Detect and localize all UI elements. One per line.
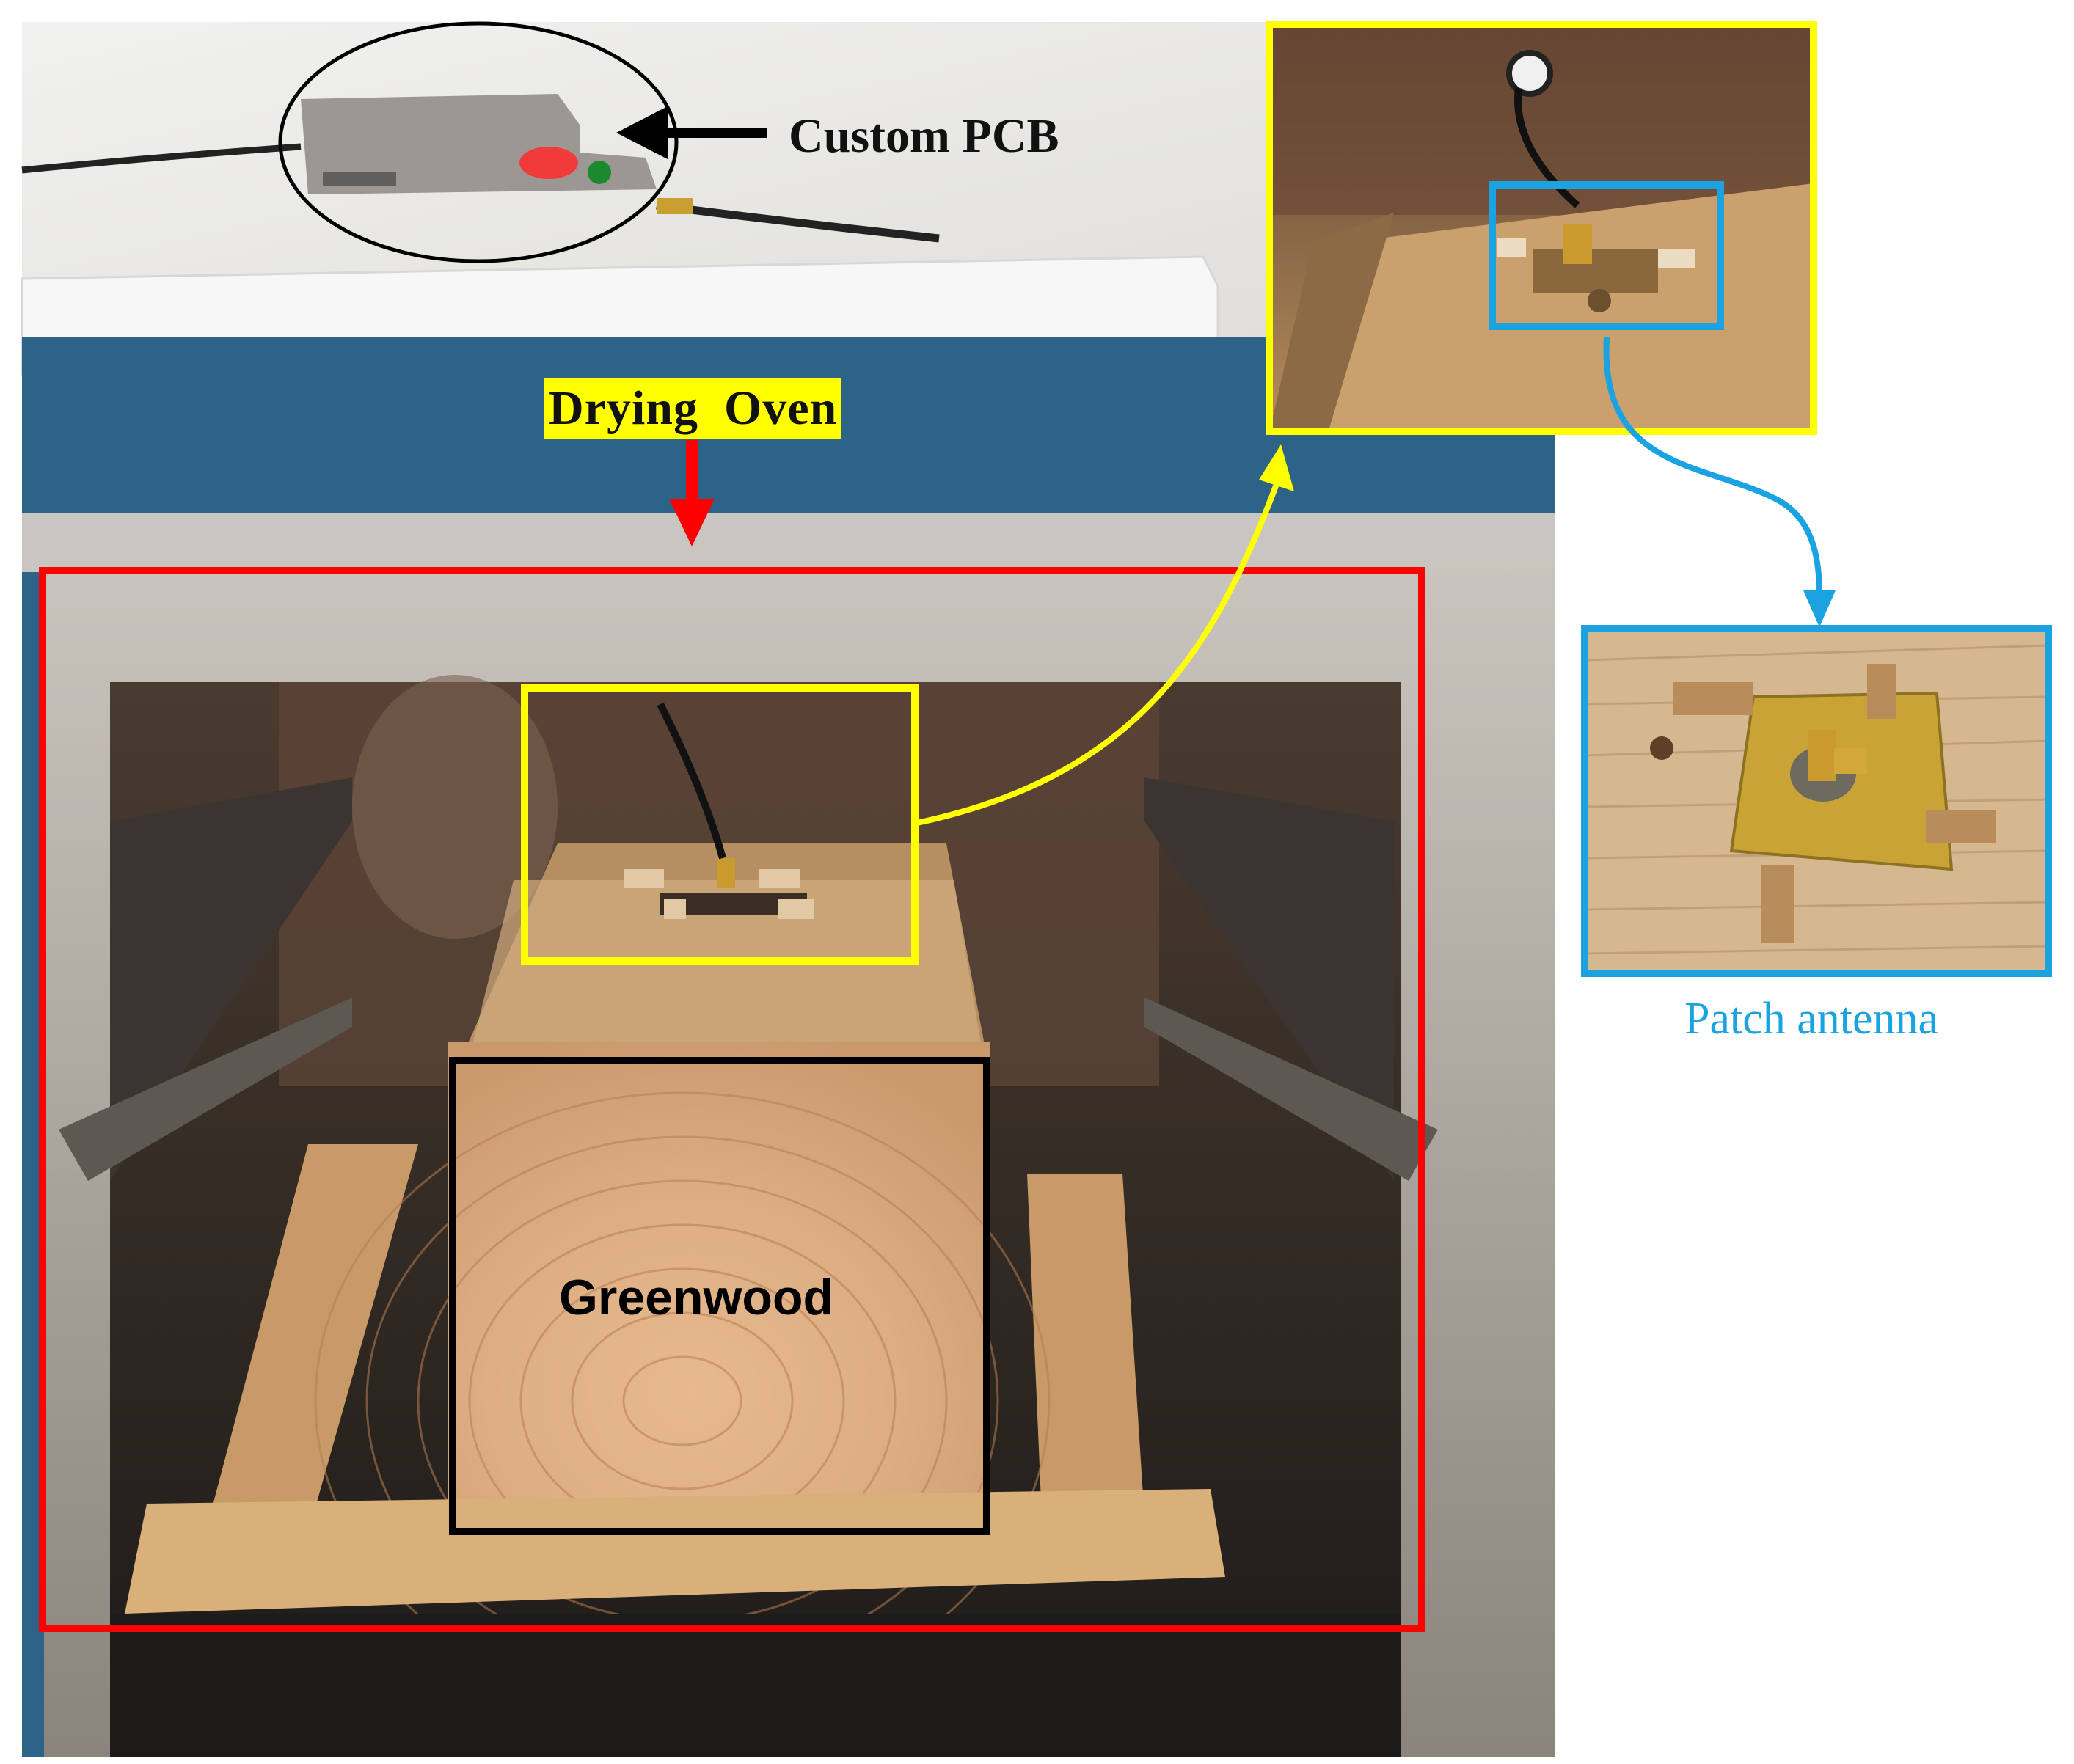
- patch-antenna-border: [1581, 625, 2052, 977]
- drying-oven-label: Drying Oven: [544, 378, 842, 439]
- custom-pcb-label: Custom PCB: [789, 109, 1059, 163]
- inset-yellow-border: [1266, 21, 1817, 435]
- oven-highlight-box: [39, 567, 1425, 1632]
- pcb-highlight-ellipse: [278, 21, 679, 263]
- main-photo: [21, 22, 1555, 1757]
- greenwood-label: Greenwood: [559, 1270, 834, 1325]
- inset-photo-antenna-in-oven: [1269, 24, 1814, 433]
- antenna-location-highlight-box: [521, 684, 919, 965]
- inset-photo-patch-antenna: [1584, 629, 2049, 973]
- pcb-arrow: [616, 106, 767, 159]
- patch-antenna-label: Patch antenna: [1684, 994, 1939, 1044]
- blue-connector-arrow: [1603, 337, 1836, 627]
- greenwood-highlight-box: [449, 1057, 990, 1535]
- antenna-detail-highlight-box: [1489, 181, 1724, 330]
- yellow-connector-arrow: [916, 444, 1294, 826]
- oven-arrow: [669, 440, 715, 546]
